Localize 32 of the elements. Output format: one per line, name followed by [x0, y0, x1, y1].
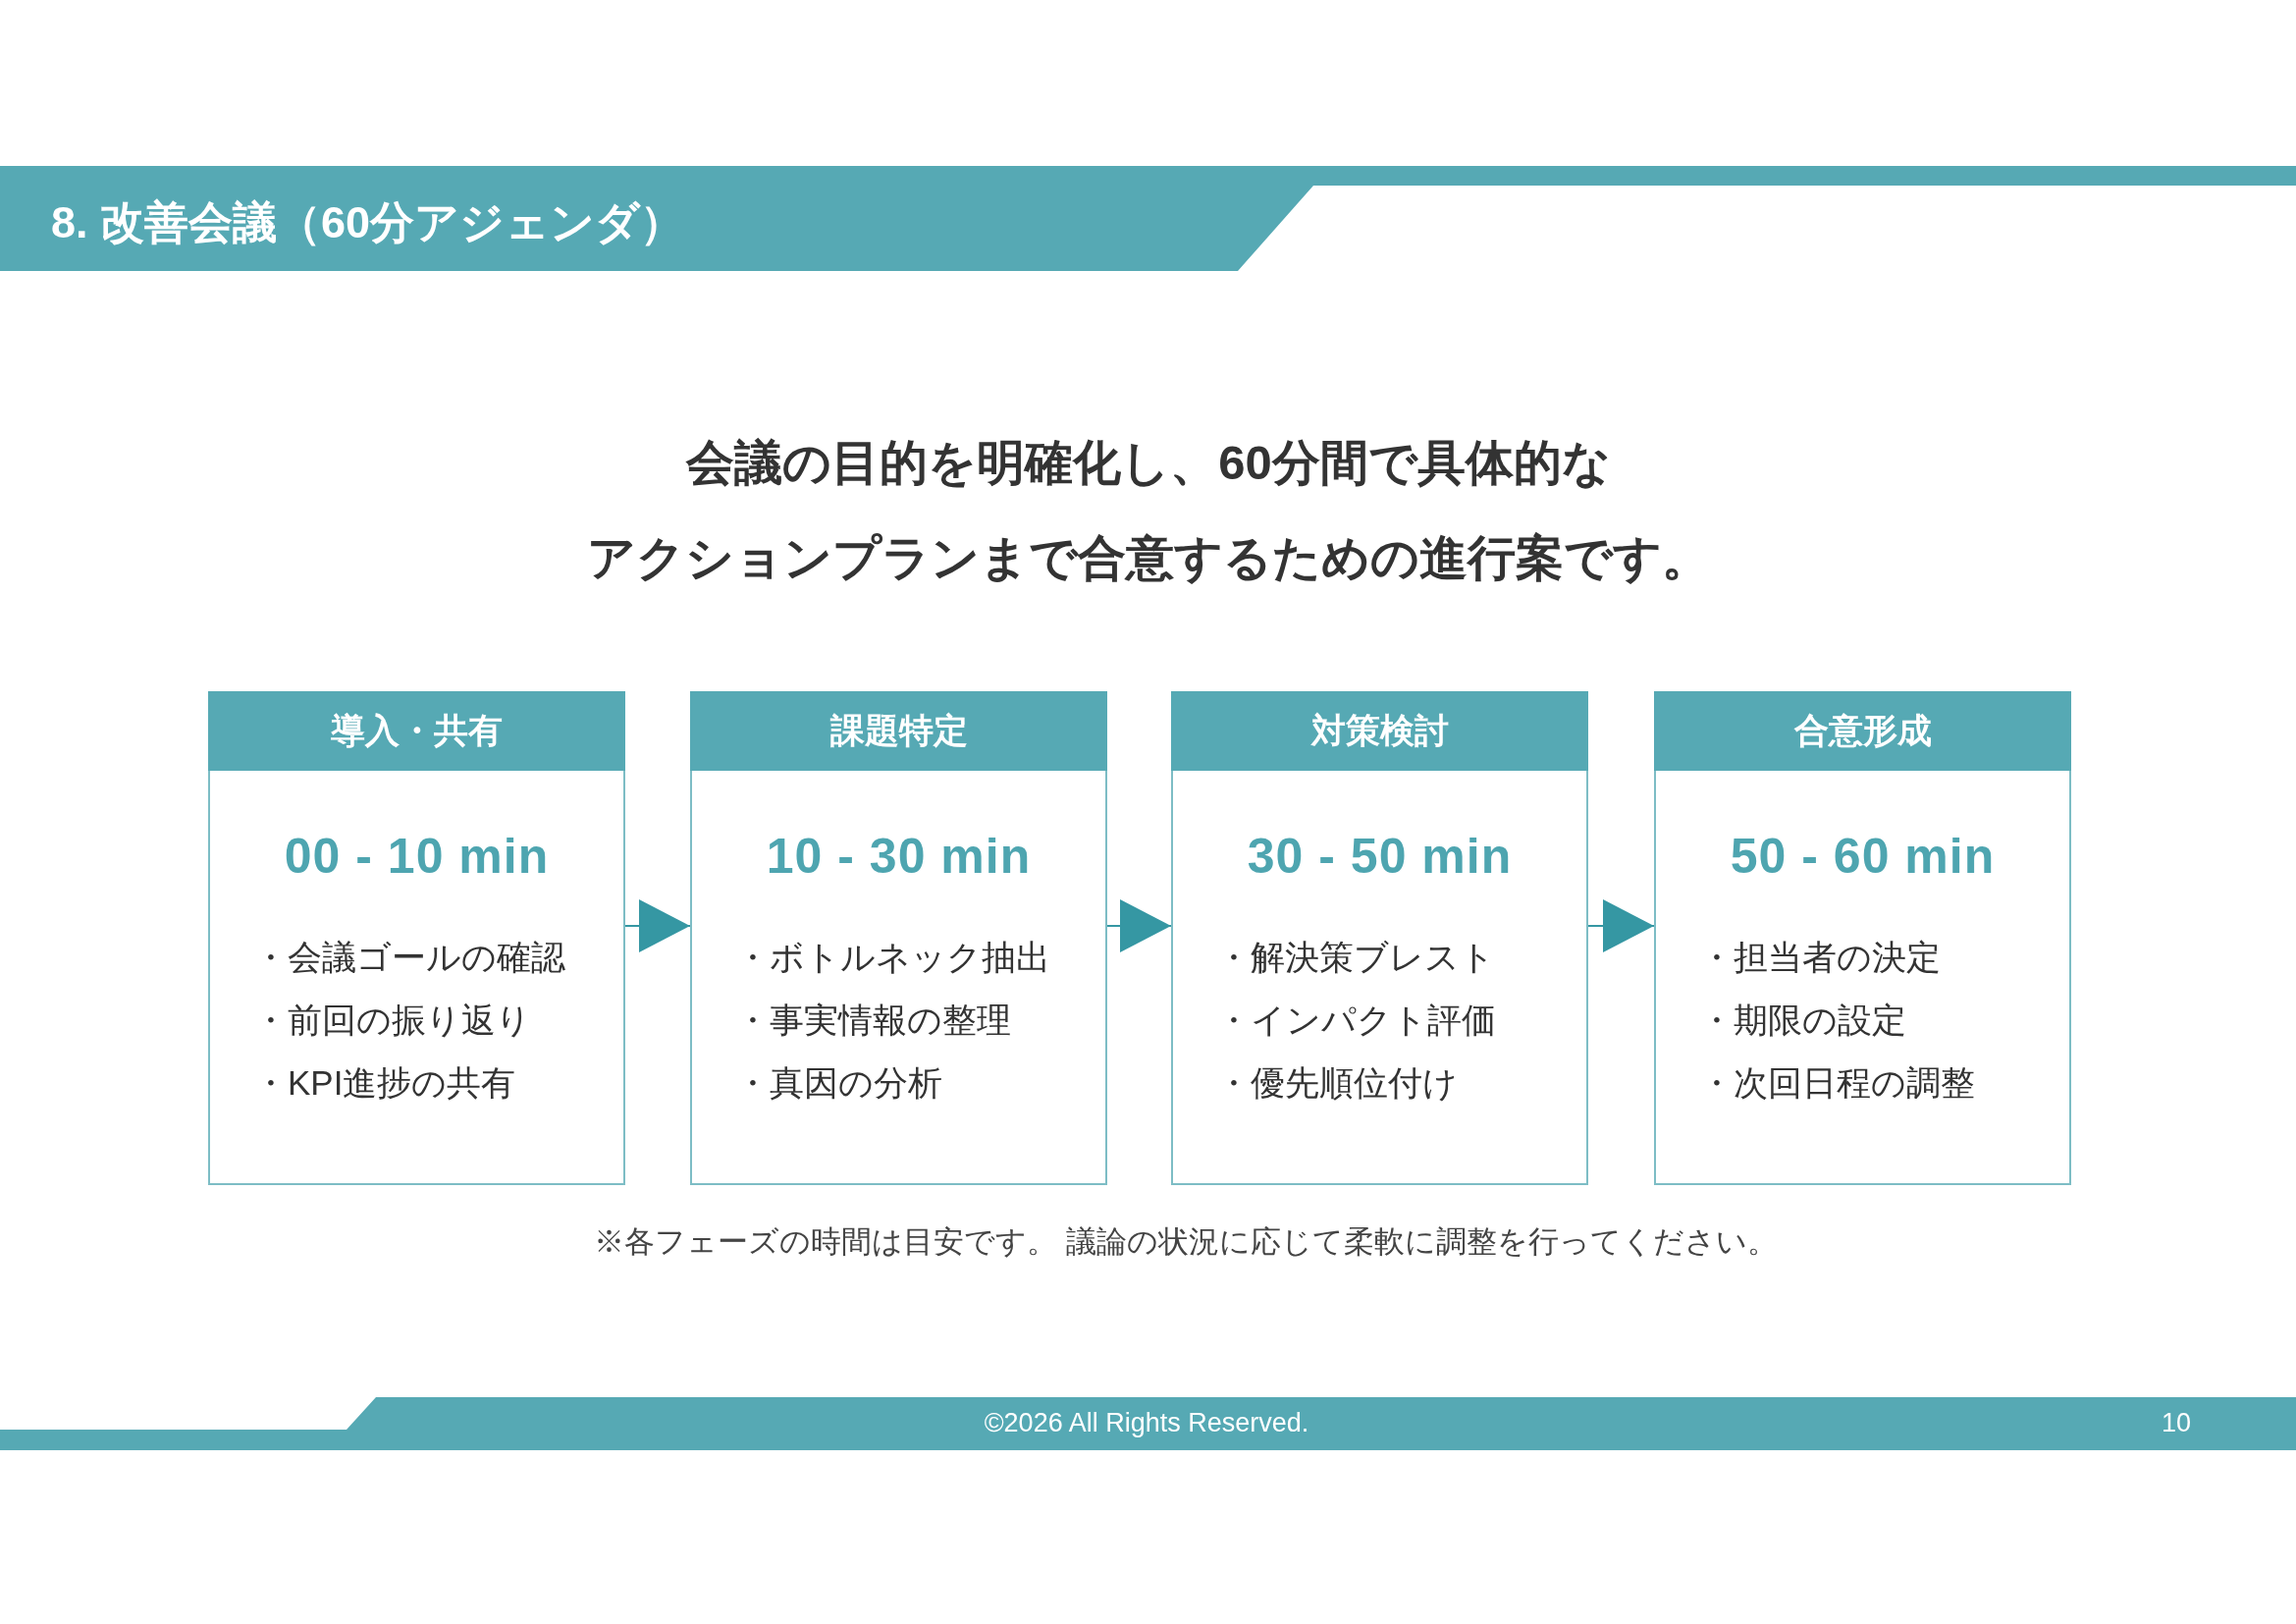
bullet-item: ・真因の分析: [735, 1062, 942, 1105]
phase-card: [208, 691, 625, 1185]
bullet-item: ・優先順位付け: [1216, 1062, 1458, 1105]
time-range: 00 - 10 min: [284, 828, 550, 886]
bullet-item: ・前回の振り返り: [253, 1000, 531, 1042]
phase-card: [1171, 691, 1588, 1185]
footnote: ※各フェーズの時間は目安です。 議論の状況に応じて柔軟に調整を行ってください。: [594, 1222, 1778, 1261]
phase-header: 合意形成: [1654, 691, 2071, 771]
page-number: 10: [2162, 1407, 2191, 1440]
bullet-item: ・ボトルネック抽出: [735, 937, 1050, 979]
arrow: [624, 899, 691, 952]
time-range: 50 - 60 min: [1730, 828, 1996, 886]
slide-title: 8. 改善会議（60分アジェンダ）: [51, 195, 685, 249]
arrow: [1106, 899, 1172, 952]
bullet-item: ・事実情報の整理: [735, 1000, 1011, 1042]
bullet-item: ・解決策ブレスト: [1216, 937, 1495, 979]
time-range: 30 - 50 min: [1247, 828, 1513, 886]
phase-header: 対策検討: [1171, 691, 1588, 771]
bullet-item: ・次回日程の調整: [1699, 1062, 1975, 1105]
time-range: 10 - 30 min: [766, 828, 1032, 886]
arrow: [1587, 899, 1655, 952]
bullet-item: ・会議ゴールの確認: [253, 937, 565, 979]
lead-text: 会議の目的を明確化し、60分間で具体的なアクションプランまで合意するための進行案です。: [586, 435, 1711, 586]
phase-card: [690, 691, 1107, 1185]
phase-header: 課題特定: [690, 691, 1107, 771]
bullet-item: ・担当者の決定: [1699, 937, 1941, 979]
copyright-text: ©2026 All Rights Reserved.: [984, 1407, 1309, 1440]
bullet-item: ・KPI進捗の共有: [253, 1062, 516, 1105]
phase-header: 導入・共有: [208, 691, 625, 771]
bullet-item: ・インパクト評価: [1216, 1000, 1496, 1042]
bullet-item: ・期限の設定: [1699, 1000, 1906, 1042]
phase-card: [1654, 691, 2071, 1185]
